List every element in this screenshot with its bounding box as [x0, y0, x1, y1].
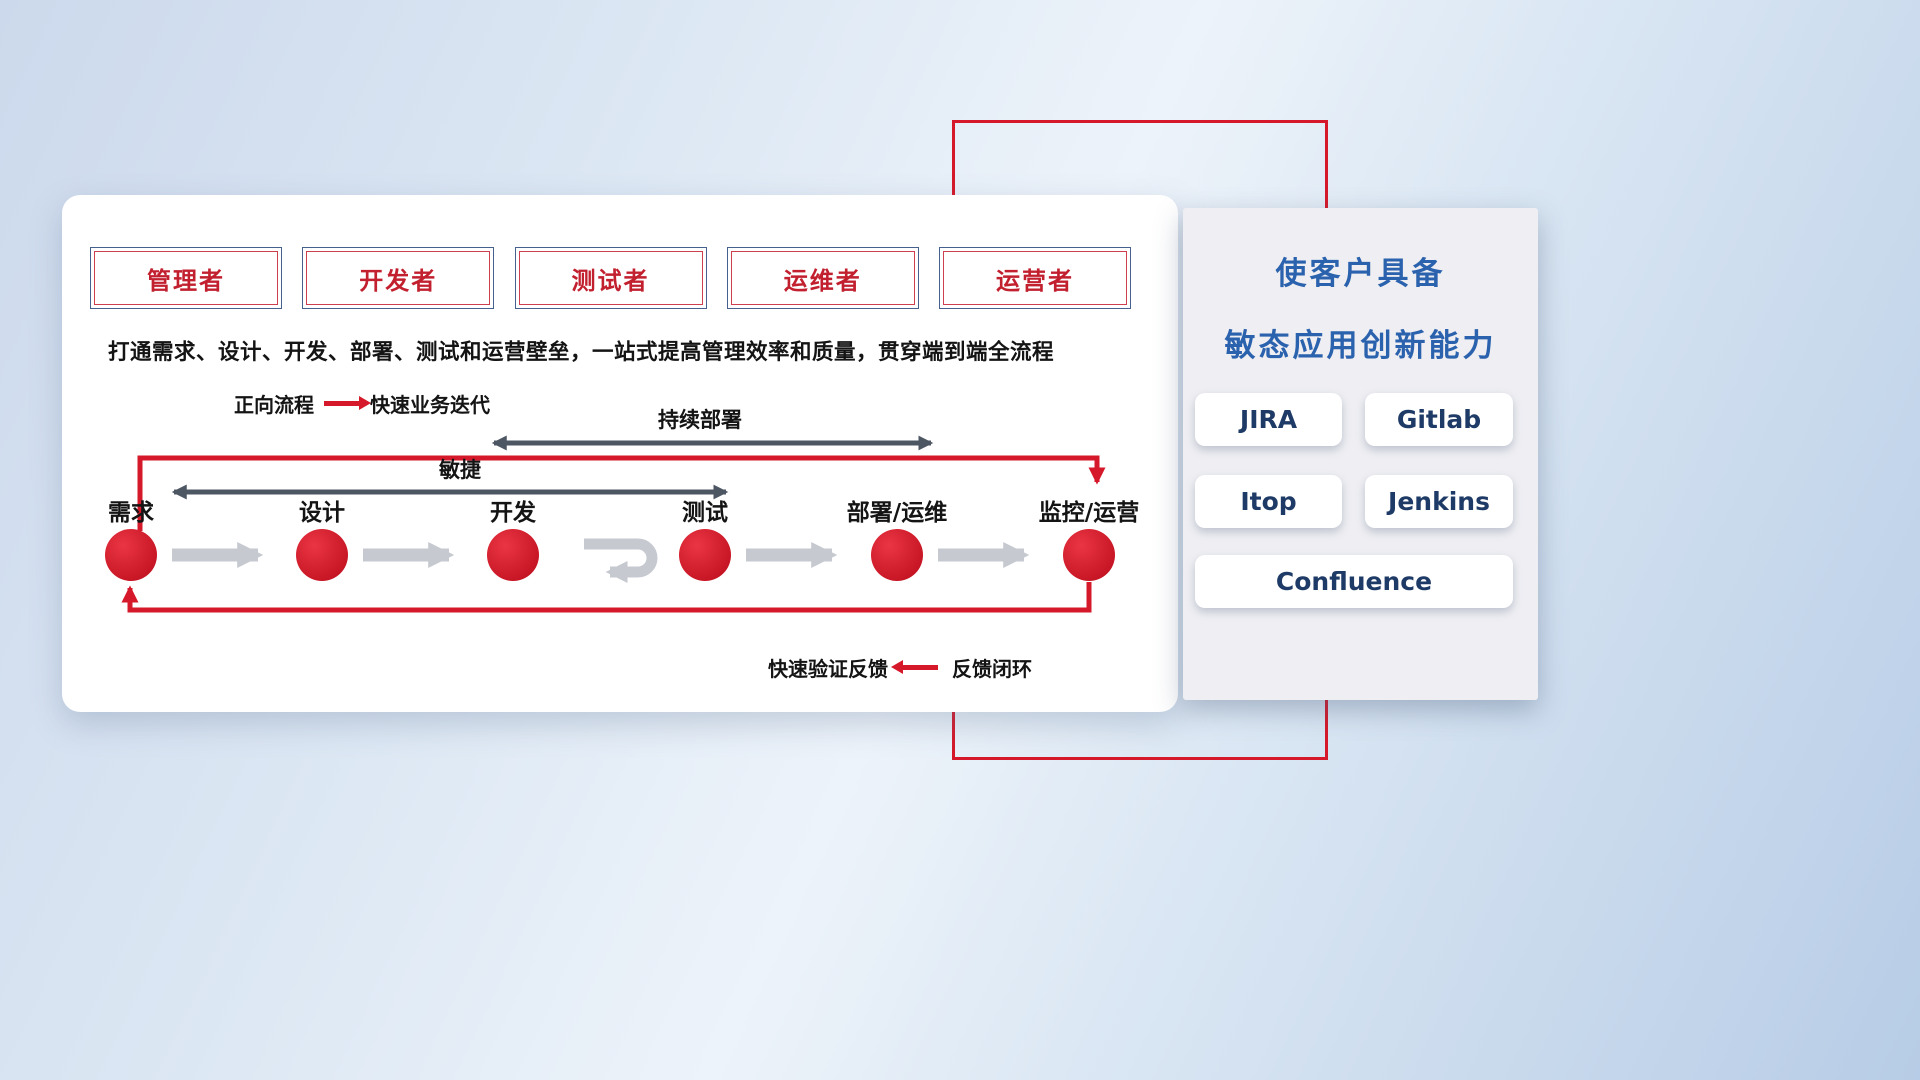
role-box-operator: 运营者: [939, 247, 1131, 309]
node-label-design: 设计: [299, 500, 345, 526]
feedback-loop-line: [121, 582, 1092, 613]
tool-box-itop: Itop: [1195, 475, 1342, 528]
role-box-manager: 管理者: [90, 247, 282, 309]
node-circle-requirement: [105, 529, 157, 581]
role-label: 运营者: [996, 266, 1074, 295]
role-label: 开发者: [359, 266, 438, 295]
devops-flow-card: 管理者 开发者 测试者 运维者 运营者 打通需求、设计、开发、部署、测试和运营壁…: [62, 195, 1178, 712]
tool-label: Jenkins: [1388, 487, 1490, 516]
feedback-value: 快速验证反馈: [768, 657, 888, 681]
node-circle-test: [679, 529, 731, 581]
panel-title-line2: 敏态应用创新能力: [1224, 328, 1497, 364]
node-label-test: 测试: [682, 500, 728, 526]
feedback-arrow-icon: [891, 660, 938, 674]
tool-label: Confluence: [1275, 567, 1433, 596]
role-label: 运维者: [783, 266, 862, 295]
forward-flow-line: [137, 455, 1106, 531]
iteration-loop-icon: [584, 538, 658, 583]
role-box-ops: 运维者: [726, 247, 919, 309]
node-circle-deploy-ops: [871, 529, 923, 581]
capability-panel: 使客户具备 敏态应用创新能力 JIRA Gitlab Itop Jenkins …: [1183, 208, 1538, 700]
card-description: 打通需求、设计、开发、部署、测试和运营壁垒，一站式提高管理效率和质量，贯穿端到端…: [108, 340, 1055, 365]
forward-flow-label: 正向流程: [234, 393, 314, 417]
node-label-monitor-operate: 监控/运营: [1039, 499, 1139, 526]
roles-row: 管理者 开发者 测试者 运维者 运营者: [90, 247, 1131, 309]
role-box-developer: 开发者: [302, 247, 495, 309]
node-label-requirement: 需求: [108, 500, 154, 526]
feedback-loop-legend: 快速验证反馈 反馈闭环: [768, 653, 1032, 682]
forward-flow-value: 快速业务迭代: [370, 393, 490, 417]
agile-span-label: 敏捷: [438, 458, 481, 482]
node-label-deploy-ops: 部署/运维: [847, 499, 947, 526]
tool-box-jira: JIRA: [1195, 393, 1342, 446]
node-circle-design: [296, 529, 348, 581]
cd-span-label: 持续部署: [658, 408, 742, 432]
process-flow-diagram: 持续部署 敏捷 需求 设计 开发 测试 部署/运维 监控/运营: [105, 408, 1139, 613]
tool-label: JIRA: [1239, 405, 1298, 434]
tool-label: Gitlab: [1396, 405, 1482, 434]
role-box-tester: 测试者: [514, 247, 707, 309]
tool-box-confluence: Confluence: [1195, 555, 1513, 608]
tool-label: Itop: [1240, 487, 1297, 516]
forward-flow-legend: 正向流程 快速业务迭代: [234, 389, 490, 418]
forward-arrow-icon: [324, 396, 371, 410]
node-label-develop: 开发: [490, 499, 536, 526]
tool-box-gitlab: Gitlab: [1365, 393, 1513, 446]
feedback-label: 反馈闭环: [952, 657, 1032, 681]
node-circle-monitor-operate: [1063, 529, 1115, 581]
role-label: 管理者: [147, 266, 225, 295]
role-label: 测试者: [571, 266, 650, 295]
node-circle-develop: [487, 529, 539, 581]
tool-box-jenkins: Jenkins: [1365, 475, 1513, 528]
panel-title-line1: 使客户具备: [1275, 256, 1446, 292]
